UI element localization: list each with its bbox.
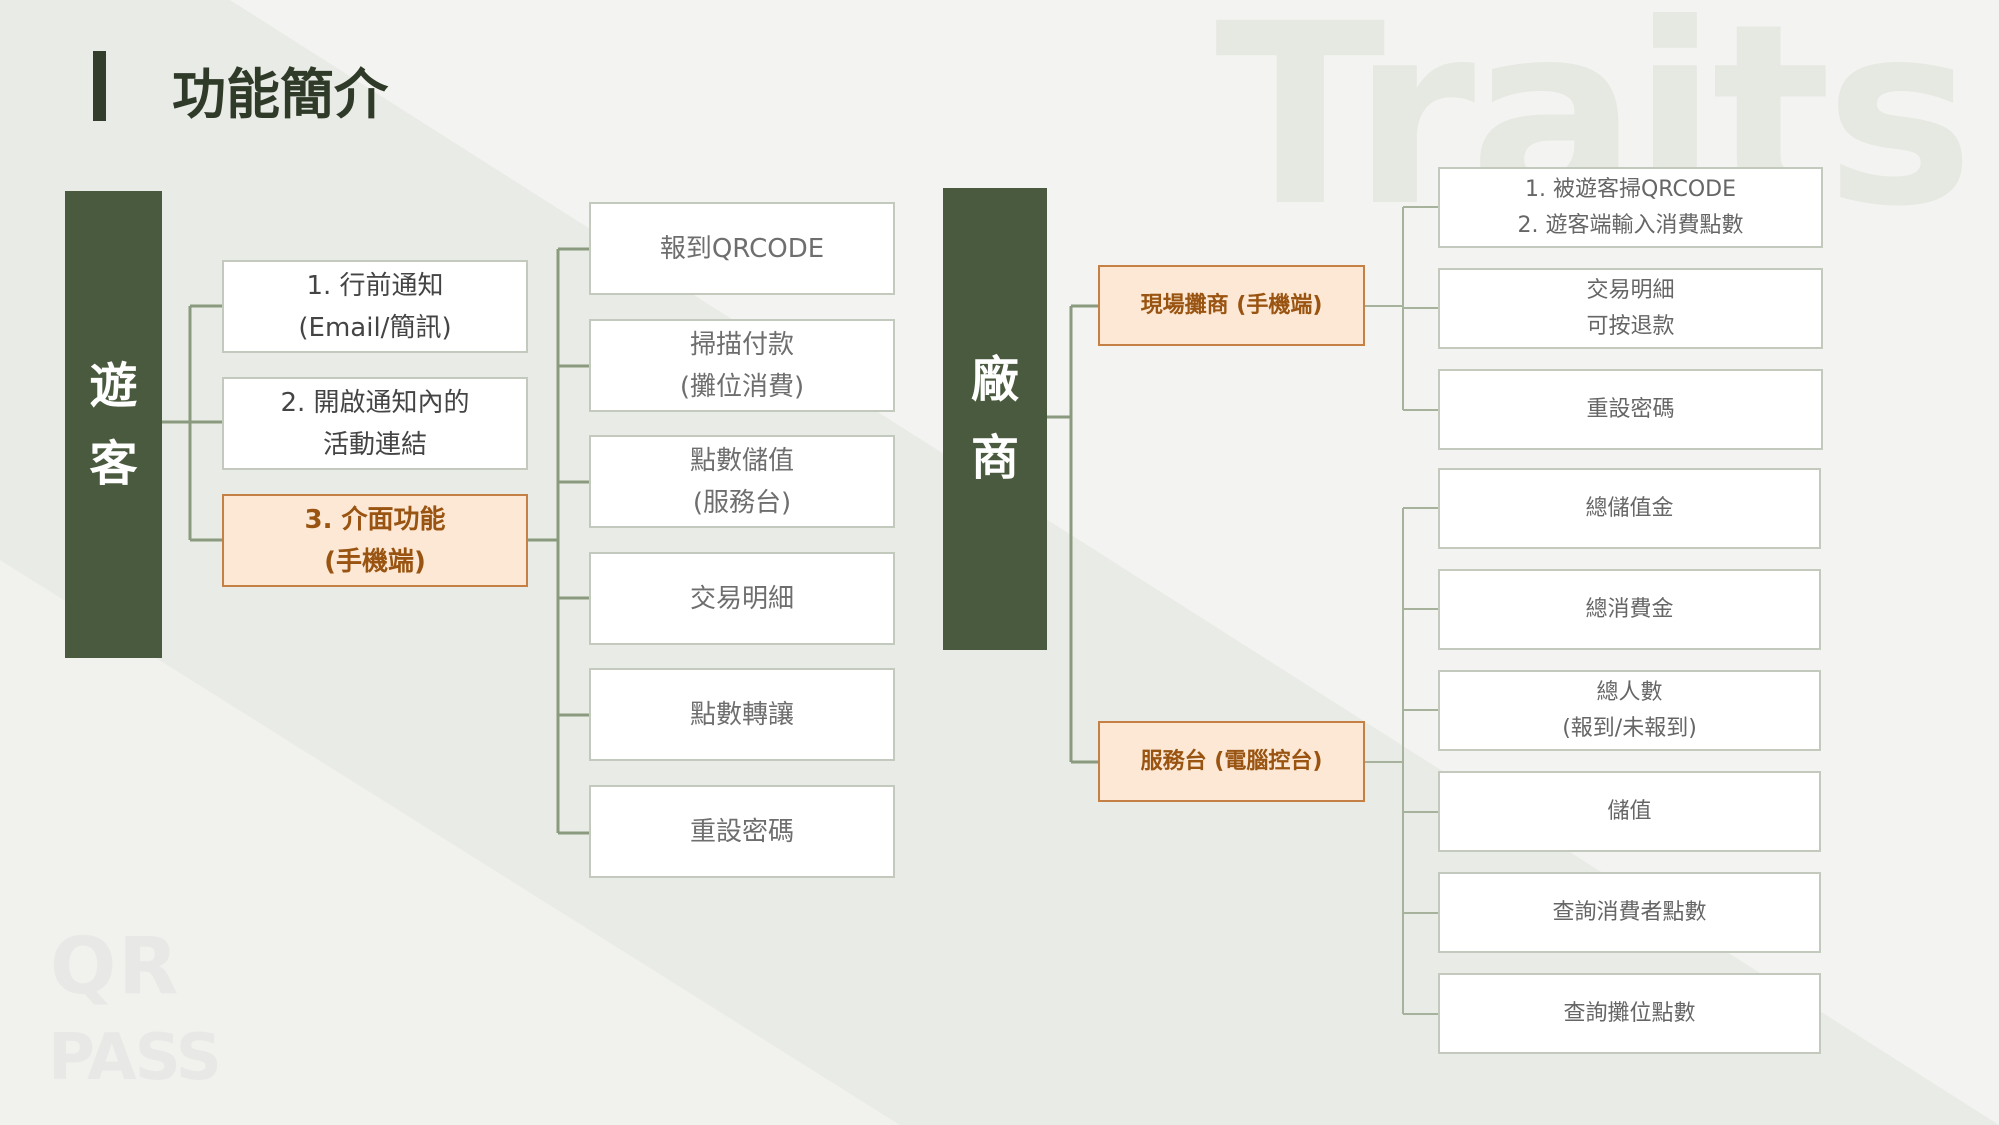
background-lower-fade [0,560,900,1125]
guest-feature-scan-payment[interactable]: 掃描付款 (攤位消費) [589,319,895,412]
stall-feature-scan-input[interactable]: 1. 被遊客掃QRCODE 2. 遊客端輸入消費點數 [1438,167,1823,248]
guest-item-open-link[interactable]: 2. 開啟通知內的 活動連結 [222,377,528,470]
node-line: 查詢攤位點數 [1563,1000,1696,1026]
node-line: 點數儲值 [689,445,794,476]
node-line: 3. 介面功能 [304,504,446,535]
guest-pillar: 遊 客 [65,191,162,658]
node-line: 總消費金 [1585,596,1674,622]
vendor-group-service-desk[interactable]: 服務台 (電腦控台) [1098,721,1365,802]
guest-item-pre-notice[interactable]: 1. 行前通知 (Email/簡訊) [222,260,528,353]
node-line: 報到QRCODE [659,233,825,264]
node-line: 活動連結 [322,429,427,460]
node-line: 交易明細 [1586,277,1675,303]
node-line: 服務台 (電腦控台) [1140,748,1323,774]
connector-stall-to-features [1365,206,1438,411]
node-line: 交易明細 [689,583,794,614]
connector-vendor-to-groups [1047,304,1098,764]
stall-feature-transactions-refund[interactable]: 交易明細 可按退款 [1438,268,1823,349]
connector-service-desk-to-features [1365,507,1438,1015]
guest-feature-points-topup[interactable]: 點數儲值 (服務台) [589,435,895,528]
desk-feature-topup[interactable]: 儲值 [1438,771,1821,852]
connector-guest-to-level1 [162,304,222,542]
node-line: 掃描付款 [689,329,794,360]
vendor-pillar-char: 廠 [970,352,1019,408]
guest-pillar-char: 遊 [89,357,138,414]
guest-feature-transactions[interactable]: 交易明細 [589,552,895,645]
node-line: 現場攤商 (手機端) [1140,292,1323,318]
vendor-pillar: 廠 商 [943,188,1047,650]
stall-feature-reset-password[interactable]: 重設密碼 [1438,369,1823,450]
guest-pillar-char: 客 [89,435,138,492]
guest-item-interface-functions[interactable]: 3. 介面功能 (手機端) [222,494,528,587]
node-line: 2. 開啟通知內的 [280,387,470,418]
desk-feature-query-consumer-points[interactable]: 查詢消費者點數 [1438,872,1821,953]
node-line: (攤位消費) [679,371,805,402]
node-line: 點數轉讓 [689,699,794,730]
page-title: 功能簡介 [172,63,388,126]
vendor-group-onsite-stall[interactable]: 現場攤商 (手機端) [1098,265,1365,346]
node-line: (手機端) [324,546,426,577]
desk-feature-total-people[interactable]: 總人數 (報到/未報到) [1438,670,1821,751]
desk-feature-query-stall-points[interactable]: 查詢攤位點數 [1438,973,1821,1054]
desk-feature-total-stored[interactable]: 總儲值金 [1438,468,1821,549]
logo-text-line2: PASS [48,1021,220,1085]
node-line: (報到/未報到) [1562,715,1697,741]
qrpass-logo: QR PASS [48,922,222,1085]
vendor-pillar-char: 商 [970,430,1019,486]
logo-text-line1: QR [50,922,180,1012]
desk-feature-total-spent[interactable]: 總消費金 [1438,569,1821,650]
guest-feature-reset-password[interactable]: 重設密碼 [589,785,895,878]
node-line: 1. 行前通知 [306,270,444,301]
node-line: 可按退款 [1586,313,1675,339]
node-line: (服務台) [692,487,792,518]
guest-feature-checkin-qrcode[interactable]: 報到QRCODE [589,202,895,295]
node-line: 總人數 [1596,679,1663,705]
node-line: 2. 遊客端輸入消費點數 [1517,212,1744,238]
node-line: 查詢消費者點數 [1552,899,1707,925]
guest-feature-points-transfer[interactable]: 點數轉讓 [589,668,895,761]
node-line: 重設密碼 [1586,396,1675,422]
connector-interface-to-features [528,247,589,835]
node-line: (Email/簡訊) [298,312,452,343]
node-line: 總儲值金 [1585,495,1674,521]
node-line: 1. 被遊客掃QRCODE [1524,176,1736,202]
node-line: 儲值 [1607,798,1652,824]
node-line: 重設密碼 [689,816,794,847]
title-accent-bar [93,51,106,121]
